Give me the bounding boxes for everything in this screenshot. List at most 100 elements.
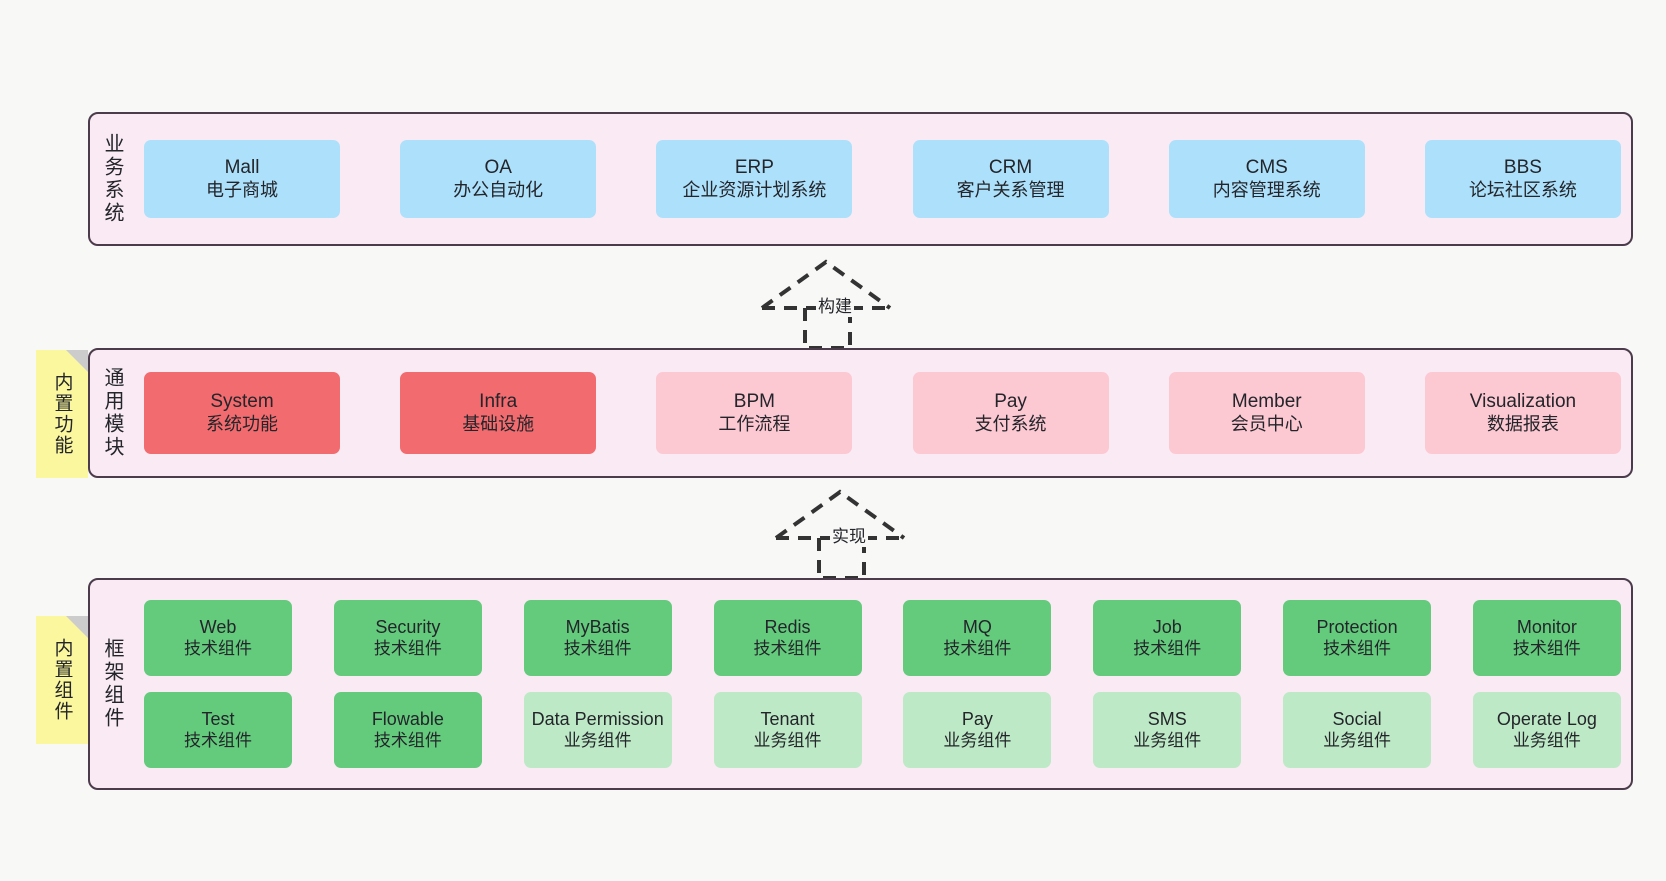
business-system-card-subtitle: 客户关系管理 (956, 179, 1065, 200)
note-builtin-features: 内置功能 (36, 350, 88, 478)
framework-component-card-title: Pay (961, 708, 993, 729)
business-system-card-title: ERP (734, 157, 774, 179)
connector-build-label: 构建 (816, 292, 854, 317)
connector-implement: 实现 (772, 488, 914, 580)
framework-component-card-title: Monitor (1516, 616, 1577, 637)
framework-component-card-title: Protection (1316, 616, 1398, 637)
note-builtin-features-label: 内置功能 (51, 372, 73, 456)
connector-implement-label: 实现 (830, 522, 868, 547)
common-module-card-title: System (210, 391, 274, 413)
business-system-card-title: CMS (1245, 157, 1288, 179)
framework-component-card-subtitle: 业务组件 (753, 730, 822, 750)
framework-component-card-title: Operate Log (1496, 708, 1597, 729)
common-module-card-title: Infra (479, 391, 518, 413)
framework-component-card-title: Web (199, 616, 237, 637)
connector-build: 构建 (758, 258, 900, 350)
layer-framework-components-label: 框架组件 (101, 638, 123, 730)
layer-business-systems-label: 业务系统 (101, 133, 123, 225)
framework-component-card-title: Redis (764, 616, 811, 637)
business-system-card-title: BBS (1503, 157, 1542, 179)
framework-component-card-subtitle: 技术组件 (373, 638, 442, 658)
framework-component-card-subtitle: 技术组件 (373, 730, 442, 750)
framework-component-card-subtitle: 技术组件 (943, 638, 1012, 658)
common-module-card-title: Pay (994, 391, 1027, 413)
framework-component-card-subtitle: 技术组件 (184, 730, 252, 750)
framework-component-card-title: SMS (1147, 708, 1187, 729)
framework-component-card-title: Job (1152, 616, 1182, 637)
framework-component-card-subtitle: 业务组件 (1133, 730, 1202, 750)
common-module-card-subtitle: 工作流程 (718, 413, 791, 434)
common-module-card-subtitle: 支付系统 (974, 413, 1047, 434)
realize-arrow-icon (774, 489, 906, 580)
business-system-card-subtitle: 内容管理系统 (1212, 179, 1321, 200)
framework-component-card-subtitle: 技术组件 (1133, 638, 1202, 658)
framework-component-card-title: MQ (962, 616, 992, 637)
note-builtin-components-label: 内置组件 (51, 638, 73, 722)
framework-component-card-title: Social (1332, 708, 1382, 729)
realize-arrow-icon (760, 259, 892, 350)
framework-component-card-title: Data Permission (531, 708, 664, 729)
common-module-card-subtitle: 系统功能 (206, 413, 278, 434)
framework-component-card-subtitle: 技术组件 (753, 638, 822, 658)
business-system-card-subtitle: 办公自动化 (453, 179, 544, 200)
framework-component-card-subtitle: 技术组件 (1512, 638, 1581, 658)
framework-component-card-subtitle: 技术组件 (184, 638, 252, 658)
business-system-card-title: OA (484, 157, 512, 179)
common-module-card-title: Member (1231, 391, 1302, 413)
framework-component-card-title: Test (201, 708, 235, 729)
framework-component-card-subtitle: 业务组件 (1512, 730, 1581, 750)
framework-component-card-title: Tenant (760, 708, 815, 729)
business-system-card-title: CRM (988, 157, 1033, 179)
note-builtin-components: 内置组件 (36, 616, 88, 744)
framework-component-card-title: Security (375, 616, 441, 637)
framework-component-card-subtitle: 业务组件 (943, 730, 1012, 750)
common-module-card-subtitle: 基础设施 (462, 413, 535, 434)
framework-component-card-subtitle: 技术组件 (563, 638, 632, 658)
business-system-card-subtitle: 论坛社区系统 (1468, 179, 1577, 200)
common-module-card-subtitle: 会员中心 (1230, 413, 1303, 434)
framework-component-card-title: MyBatis (565, 616, 630, 637)
framework-component-card-subtitle: 技术组件 (1323, 638, 1392, 658)
common-module-card-title: Visualization (1469, 391, 1577, 413)
business-system-card-subtitle: 电子商城 (206, 179, 278, 200)
common-module-card-title: BPM (733, 391, 775, 413)
framework-component-card-title: Flowable (371, 708, 444, 729)
